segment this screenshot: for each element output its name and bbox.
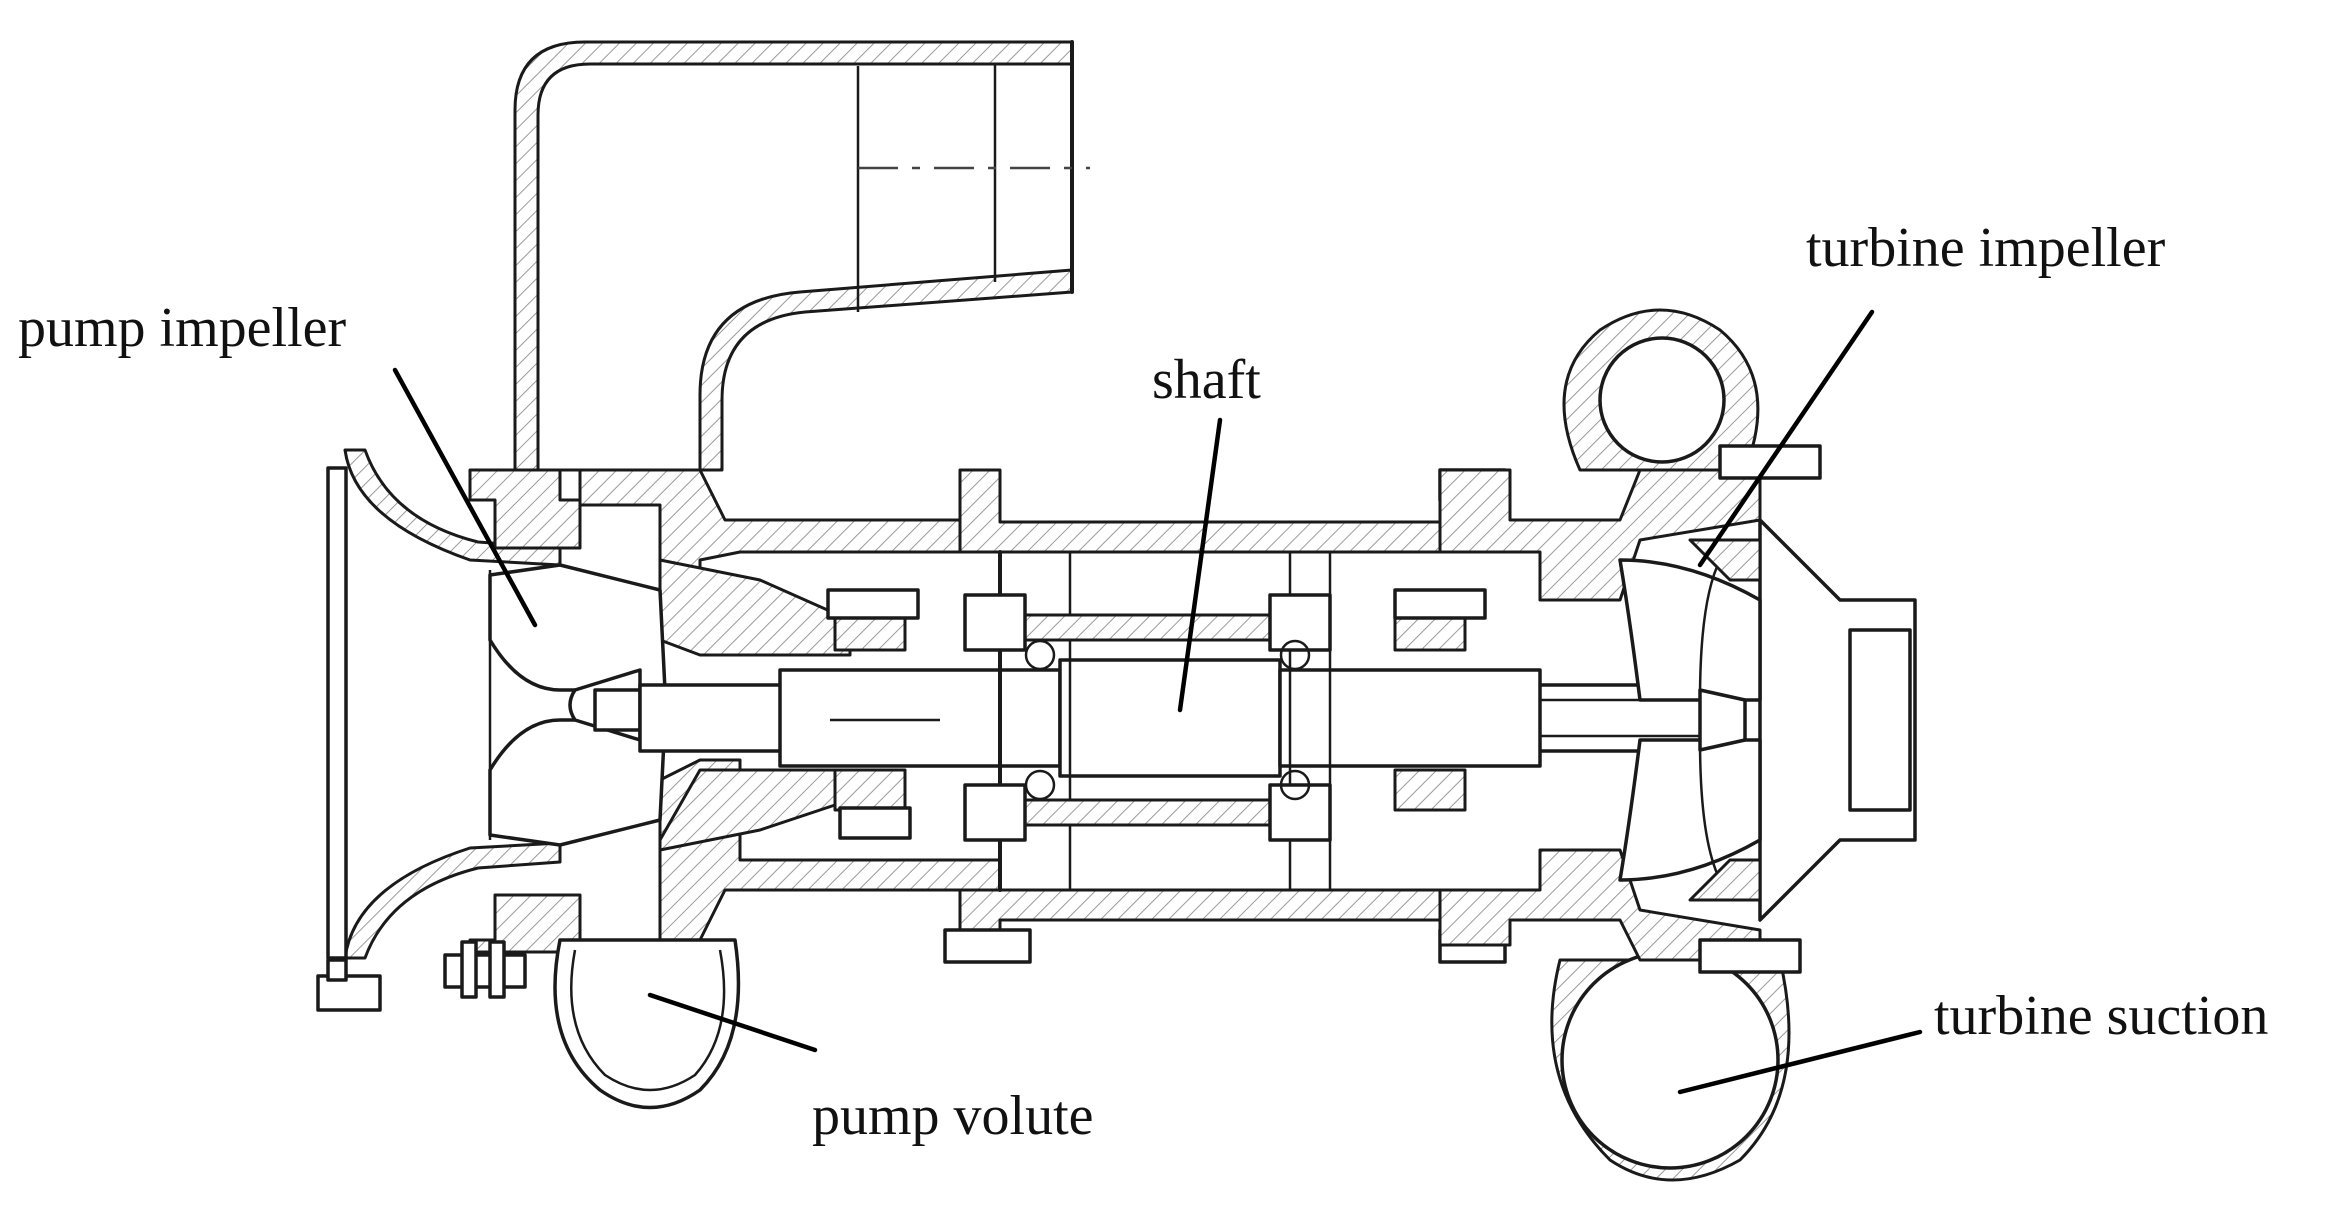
- leader-turbine-impeller: [1697, 309, 1875, 568]
- leader-shaft: [1177, 417, 1223, 713]
- label-shaft: shaft: [1152, 349, 1261, 411]
- pump-casing: [316, 448, 1002, 1110]
- shaft-body: [638, 658, 1742, 778]
- label-pump-impeller: pump impeller: [18, 297, 347, 359]
- label-pump-volute: pump volute: [812, 1085, 1094, 1147]
- label-turbine-impeller: turbine impeller: [1806, 217, 2166, 279]
- leader-pump-volute: [647, 992, 818, 1053]
- leader-pump-impeller: [392, 367, 538, 628]
- outlet-duct: [513, 40, 1090, 472]
- leader-turbine-suction: [1677, 1029, 1923, 1095]
- pump-impeller: [488, 563, 667, 847]
- label-turbine-suction: turbine suction: [1934, 985, 2269, 1047]
- turbine-casing: [1438, 308, 1917, 1182]
